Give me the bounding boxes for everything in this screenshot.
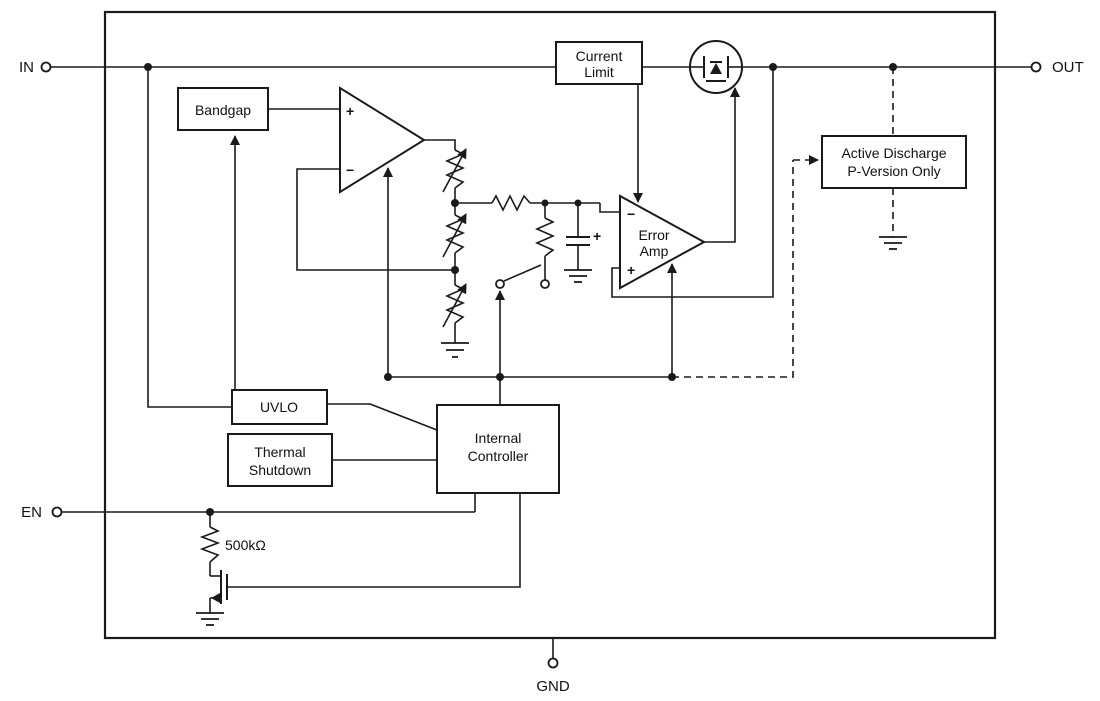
body-diode-icon <box>710 63 722 74</box>
gate-drive-wire <box>704 87 740 243</box>
reference-filter-network: + <box>455 194 620 377</box>
pulldown-resistor-value: 500kΩ <box>225 537 266 553</box>
pin-out: OUT <box>995 59 1084 76</box>
uvlo-block: UVLO <box>231 389 438 431</box>
fet-arrow-icon <box>211 593 220 603</box>
current-limit-label-1: Current <box>576 48 623 64</box>
active-discharge-block: Active Discharge P-Version Only <box>672 67 967 378</box>
pass-fet-symbol <box>689 40 743 94</box>
error-amp-label-2: Amp <box>640 243 669 259</box>
in-pin-terminal <box>40 61 52 73</box>
bandgap-label: Bandgap <box>195 102 251 118</box>
pin-in: IN <box>19 59 105 76</box>
en-pin-label: EN <box>21 504 42 521</box>
capacitor-plus-sign: + <box>593 228 601 244</box>
buffer-feedback-wire <box>296 168 455 271</box>
fet-gate-wire <box>227 493 521 588</box>
error-amp-label-1: Error <box>638 227 669 243</box>
trim-arrow <box>442 213 467 258</box>
trim-resistor-network <box>441 148 469 358</box>
resistor-symbol <box>535 217 555 257</box>
internal-controller-label-1: Internal <box>475 430 522 446</box>
buffer-minus-sign: − <box>346 162 354 178</box>
buffer-output-wire <box>424 139 456 150</box>
resistor-symbol <box>491 194 531 212</box>
gnd-pin-terminal <box>547 657 559 669</box>
trim-arrow <box>442 148 467 193</box>
en-pin-terminal <box>51 506 63 518</box>
thermal-shutdown-label-2: Shutdown <box>249 462 311 478</box>
active-discharge-control-wire <box>672 160 794 378</box>
error-amp-minus-sign: − <box>627 206 635 222</box>
input-output-rail <box>105 63 995 71</box>
discharge-fet-symbol <box>209 493 521 613</box>
switch-symbol <box>495 264 550 289</box>
in-pin-label: IN <box>19 59 34 76</box>
junction-dot <box>668 373 676 381</box>
error-amp-symbol: − + Error Amp <box>611 67 774 377</box>
output-feedback-wire <box>611 67 774 298</box>
out-pin-terminal <box>1030 61 1042 73</box>
capacitor-symbol: + <box>564 203 601 283</box>
internal-controller-block: Internal Controller <box>436 404 560 494</box>
error-amp-plus-sign: + <box>627 262 635 278</box>
gnd-pin-label: GND <box>536 678 570 695</box>
ground-symbol <box>879 236 907 250</box>
ground-symbol <box>564 269 592 283</box>
controller-output-rail <box>384 373 676 405</box>
junction-dot <box>384 373 392 381</box>
pulldown-resistor-symbol <box>199 526 221 563</box>
active-discharge-label-1: Active Discharge <box>841 145 946 161</box>
trim-arrow <box>442 283 467 328</box>
in-sense-wire <box>147 67 232 408</box>
buffer-amp-symbol: + − <box>296 86 456 377</box>
thermal-shutdown-block: Thermal Shutdown <box>227 433 437 487</box>
thermal-shutdown-label-1: Thermal <box>254 444 305 460</box>
out-pin-label: OUT <box>1052 59 1084 76</box>
uvlo-output-wire <box>327 403 438 431</box>
bandgap-block: Bandgap <box>177 87 340 390</box>
pin-en: EN <box>21 504 105 521</box>
current-limit-block: Current Limit <box>555 41 643 203</box>
ground-symbol <box>196 612 224 626</box>
buffer-plus-sign: + <box>346 103 354 119</box>
ground-symbol <box>441 342 469 358</box>
junction-dot <box>451 266 459 274</box>
pin-gnd: GND <box>536 638 570 695</box>
active-discharge-label-2: P-Version Only <box>847 163 940 179</box>
uvlo-label: UVLO <box>260 399 298 415</box>
enable-input-circuit: 500kΩ <box>105 493 521 626</box>
internal-controller-label-2: Controller <box>468 448 529 464</box>
current-limit-label-2: Limit <box>584 64 614 80</box>
